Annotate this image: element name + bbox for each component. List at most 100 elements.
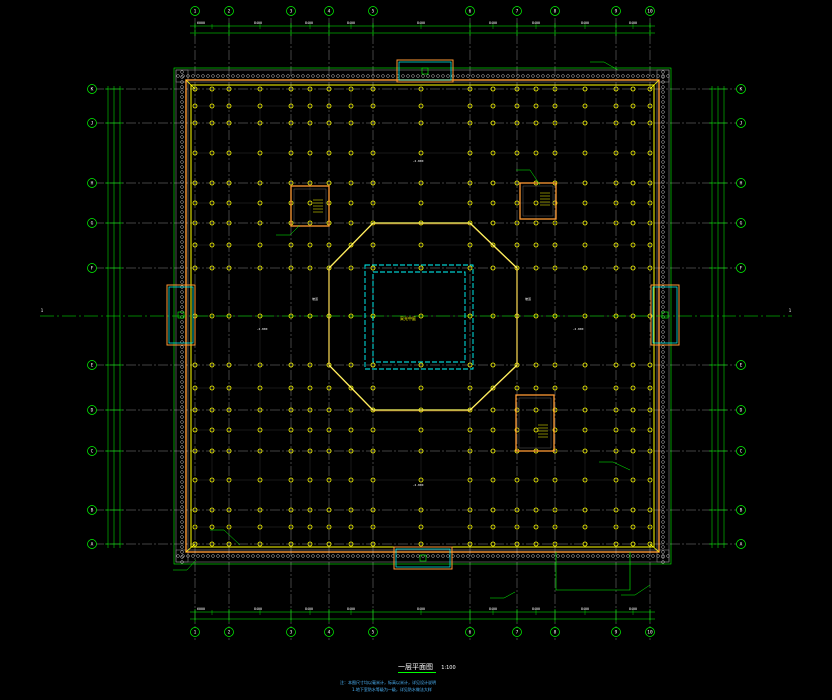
hatch-dot — [651, 554, 655, 558]
axis-bubble-row-K — [736, 84, 746, 94]
hatch-dot — [661, 170, 665, 174]
column — [467, 362, 473, 368]
hatch-dot — [180, 190, 184, 194]
axis-bubble-row-D — [87, 405, 97, 415]
column — [418, 242, 424, 248]
hatch-dot — [180, 205, 184, 209]
column — [348, 385, 354, 391]
column — [613, 86, 619, 92]
axis-label-col-1: 1 — [194, 9, 197, 15]
hatch-dot — [296, 74, 300, 78]
column — [257, 120, 263, 126]
column — [582, 385, 588, 391]
column — [582, 477, 588, 483]
drawing-title: 一层平面图 1:100 — [398, 662, 456, 672]
dim-text-bottom: 8400 — [629, 607, 637, 611]
column — [226, 524, 232, 530]
column — [647, 448, 653, 454]
hatch-dot — [436, 74, 440, 78]
column — [613, 220, 619, 226]
axis-label-col-7: 7 — [516, 9, 519, 15]
column — [533, 313, 539, 319]
axis-bubble-col-1 — [190, 6, 200, 16]
hatch-dot — [666, 554, 670, 558]
dim-text-bottom: 8400 — [347, 607, 355, 611]
hatch-dot — [486, 74, 490, 78]
column — [307, 313, 313, 319]
hatch-dot — [321, 74, 325, 78]
column — [467, 86, 473, 92]
hatch-dot — [546, 74, 550, 78]
column — [467, 120, 473, 126]
column — [582, 220, 588, 226]
column — [418, 180, 424, 186]
elevation-tag-west: -4.800 — [257, 327, 268, 331]
column — [582, 180, 588, 186]
hatch-dot — [556, 554, 560, 558]
stair-core-southeast-inner — [518, 397, 552, 449]
column — [209, 150, 215, 156]
column — [613, 541, 619, 547]
hatch-dot — [661, 105, 665, 109]
hatch-dot — [661, 225, 665, 229]
hatch-dot — [180, 115, 184, 119]
hatch-dot — [180, 350, 184, 354]
column — [307, 200, 313, 206]
hatch-dot — [411, 554, 415, 558]
column — [490, 180, 496, 186]
hatch-dot — [511, 74, 515, 78]
hatch-dot — [661, 265, 665, 269]
hatch-dot — [180, 390, 184, 394]
column — [630, 541, 636, 547]
hatch-dot — [661, 185, 665, 189]
hatch-dot — [180, 155, 184, 159]
axis-label-col-4: 4 — [328, 9, 331, 15]
hatch-dot — [471, 554, 475, 558]
column — [630, 385, 636, 391]
hatch-dot — [651, 74, 655, 78]
axis-label-col-10: 10 — [647, 9, 653, 15]
dim-text-top: 6000 — [197, 21, 205, 25]
column — [490, 200, 496, 206]
column — [533, 120, 539, 126]
column — [533, 242, 539, 248]
column — [348, 407, 354, 413]
hatch-dot — [661, 555, 665, 559]
column — [370, 507, 376, 513]
hatch-dot — [621, 554, 625, 558]
column — [226, 407, 232, 413]
column — [582, 362, 588, 368]
hatch-dot — [431, 74, 435, 78]
axis-bubble-row-C — [736, 446, 746, 456]
column — [192, 265, 198, 271]
axis-bubble-row-H — [87, 178, 97, 188]
hatch-dot — [661, 130, 665, 134]
hatch-dot — [381, 74, 385, 78]
hatch-dot — [331, 74, 335, 78]
column — [257, 507, 263, 513]
hatch-dot — [180, 245, 184, 249]
hatch-dot — [476, 554, 480, 558]
hatch-dot — [661, 325, 665, 329]
hatch-dot — [386, 554, 390, 558]
column — [370, 265, 376, 271]
hatch-dot — [491, 74, 495, 78]
column — [418, 507, 424, 513]
annotation-leader — [529, 169, 541, 186]
column — [490, 120, 496, 126]
column — [552, 150, 558, 156]
hatch-dot — [456, 74, 460, 78]
axis-bubble-row-F — [87, 263, 97, 273]
hatch-dot — [636, 554, 640, 558]
axis-bubble-col-1 — [190, 627, 200, 637]
entrance-north-frame — [396, 59, 454, 83]
hatch-dot — [271, 74, 275, 78]
hatch-dot — [281, 554, 285, 558]
hatch-dot — [376, 554, 380, 558]
column — [226, 150, 232, 156]
hatch-dot — [581, 74, 585, 78]
column — [490, 265, 496, 271]
hatch-dot — [636, 74, 640, 78]
column — [288, 103, 294, 109]
column — [288, 86, 294, 92]
